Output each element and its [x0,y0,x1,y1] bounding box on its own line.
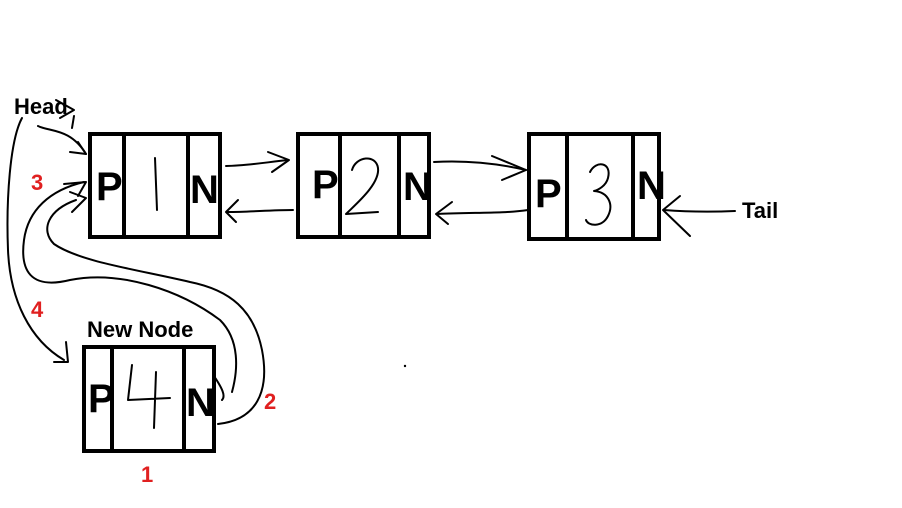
node-value: 3 [0,0,1,1]
head-arrow [37,99,87,155]
node-next-label: N [190,168,219,212]
step-4-arrow [6,117,69,363]
node-prev-label: P [88,377,115,421]
step-2-label: 2 [264,389,276,414]
tail-label: Tail [742,198,778,223]
node-value-glyph-1 [154,157,158,211]
prev-arrow-3-2 [435,201,529,225]
next-arrow-2-3 [433,155,527,181]
prev-arrow-2-1 [225,199,294,223]
step-1-label: 1 [141,462,153,487]
node-value-glyph-4 [127,364,171,429]
step-4-label: 4 [31,297,44,322]
step-3-arrow [22,181,238,393]
tail-arrow [662,195,736,237]
stray-dot [403,364,407,368]
step-3-label: 3 [31,170,43,195]
node-3: P N 3 [0,0,666,241]
node-value-glyph-2 [345,157,380,215]
node-next-label: N [637,164,666,208]
node-2: P N 2 [0,0,432,239]
node-next-label: N [186,381,215,425]
next-arrow-1-2 [225,151,290,173]
node-prev-label: P [96,165,123,209]
node-value: 2 [0,0,1,1]
node-next-label: N [403,165,432,209]
node-value: 4 [0,0,1,1]
node-value-glyph-3 [585,163,612,226]
node-1: P N 1 [0,0,222,239]
node-value: 1 [0,0,1,1]
head-label: Head [14,94,68,119]
node-prev-label: P [312,163,339,207]
step-2-arrow [46,191,266,425]
new-node-label: New Node [87,317,193,342]
node-4: P N 4 [0,0,216,453]
node-prev-label: P [535,172,562,216]
